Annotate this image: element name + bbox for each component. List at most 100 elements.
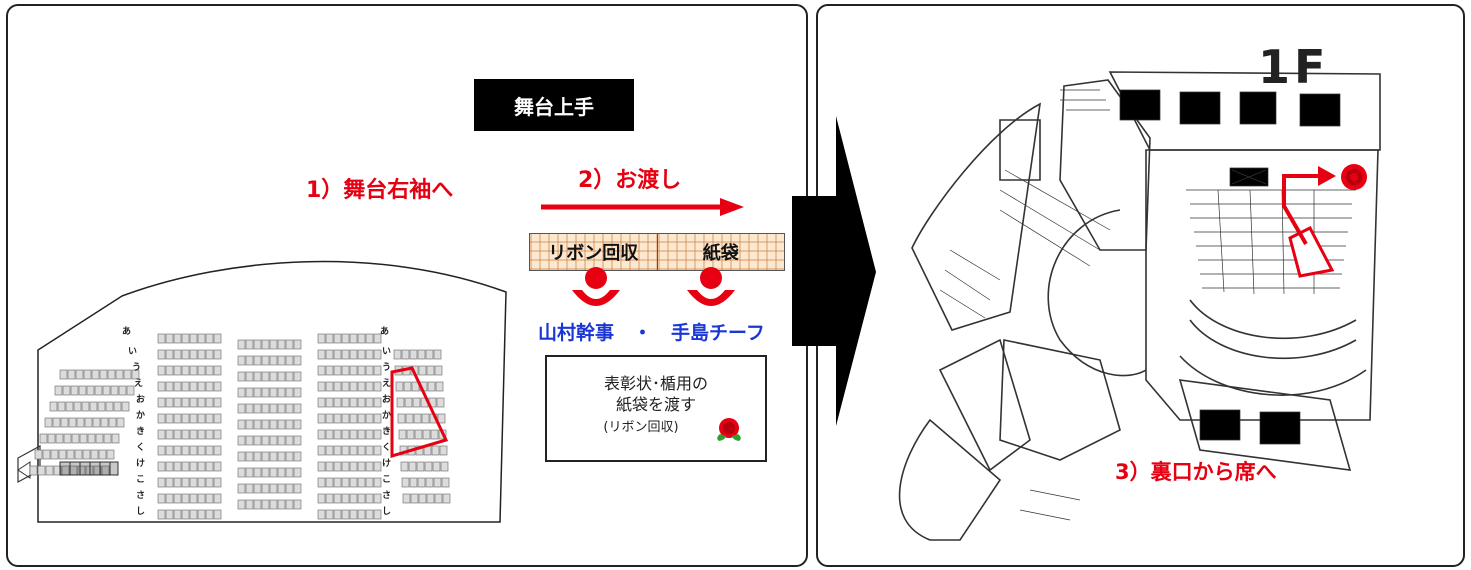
svg-text:さ: さ <box>136 490 145 501</box>
seat <box>293 435 302 446</box>
seat <box>373 509 382 520</box>
seat <box>293 483 302 494</box>
seat <box>113 401 122 412</box>
seat <box>365 333 374 344</box>
seat <box>349 493 358 504</box>
seat <box>325 461 334 472</box>
seat <box>65 401 74 412</box>
seat <box>325 397 334 408</box>
seat <box>110 385 119 396</box>
seat <box>365 429 374 440</box>
seat <box>349 365 358 376</box>
seat <box>165 509 174 520</box>
seat <box>98 449 107 460</box>
seat <box>213 461 222 472</box>
seat <box>410 493 419 504</box>
floor-label: 1F <box>1258 40 1330 94</box>
seat <box>418 365 427 376</box>
seat <box>261 483 270 494</box>
seat <box>253 355 262 366</box>
seat <box>435 381 444 392</box>
seat <box>349 445 358 456</box>
seat <box>197 429 206 440</box>
seat <box>189 461 198 472</box>
seat <box>253 483 262 494</box>
seat <box>373 365 382 376</box>
seat <box>97 401 106 412</box>
seat <box>197 461 206 472</box>
seat <box>397 413 406 424</box>
seat <box>157 349 166 360</box>
seat <box>325 333 334 344</box>
seat <box>245 387 254 398</box>
seat <box>189 381 198 392</box>
seat <box>59 369 68 380</box>
svg-text:い: い <box>382 347 391 357</box>
seat <box>293 451 302 462</box>
seat <box>325 509 334 520</box>
seat <box>277 467 286 478</box>
seat <box>173 429 182 440</box>
seat <box>197 413 206 424</box>
seat <box>52 417 61 428</box>
seat <box>47 433 56 444</box>
seat <box>107 369 116 380</box>
seat <box>317 445 326 456</box>
seat <box>285 419 294 430</box>
seat <box>261 339 270 350</box>
seat <box>357 413 366 424</box>
seat <box>83 369 92 380</box>
seat <box>245 419 254 430</box>
seat <box>76 417 85 428</box>
seat <box>237 339 246 350</box>
seat <box>431 445 440 456</box>
seat <box>269 499 278 510</box>
seat <box>365 365 374 376</box>
seat <box>409 477 418 488</box>
seat <box>173 493 182 504</box>
seat <box>181 429 190 440</box>
seat <box>317 365 326 376</box>
seat <box>349 413 358 424</box>
seat <box>285 483 294 494</box>
svg-text:く: く <box>382 442 391 453</box>
seat <box>404 397 413 408</box>
seat <box>105 401 114 412</box>
seat <box>197 509 206 520</box>
seat <box>261 371 270 382</box>
seat <box>285 499 294 510</box>
seat <box>213 349 222 360</box>
seat <box>213 413 222 424</box>
seat <box>325 429 334 440</box>
seat <box>245 483 254 494</box>
seat <box>75 369 84 380</box>
seat <box>425 349 434 360</box>
seat <box>373 349 382 360</box>
seat <box>157 333 166 344</box>
seat <box>197 333 206 344</box>
seat <box>71 433 80 444</box>
seat <box>333 429 342 440</box>
seat <box>189 429 198 440</box>
seat <box>197 477 206 488</box>
seat <box>365 381 374 392</box>
seat <box>121 401 130 412</box>
seat <box>341 333 350 344</box>
seat <box>123 369 132 380</box>
seat <box>213 333 222 344</box>
svg-text:き: き <box>136 426 145 437</box>
seat <box>277 435 286 446</box>
seat <box>357 493 366 504</box>
seat <box>269 467 278 478</box>
seat <box>197 349 206 360</box>
note-line2: 紙袋を渡す <box>615 395 696 414</box>
seat <box>357 381 366 392</box>
seat <box>317 349 326 360</box>
seat <box>413 413 422 424</box>
seat <box>277 371 286 382</box>
person-icon-yamamura <box>572 267 620 306</box>
seat <box>333 349 342 360</box>
seat <box>39 433 48 444</box>
seat <box>157 461 166 472</box>
seat <box>437 413 446 424</box>
